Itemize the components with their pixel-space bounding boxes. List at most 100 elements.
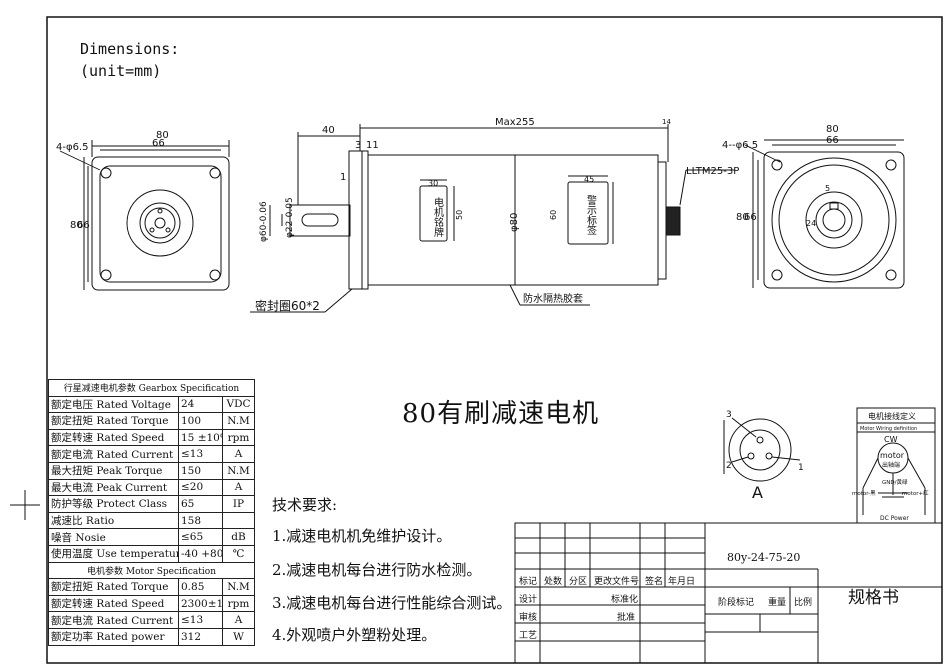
tb-weight: 重量 (768, 598, 787, 608)
connector-view-label: A (752, 483, 763, 502)
right-key-dim: 5 (825, 184, 830, 193)
right-inner-dim: 66 (826, 135, 839, 146)
motor-header: 电机参数 Motor Specification (47, 561, 256, 580)
spec-unit: N.M (221, 461, 256, 480)
spec-name: 额定扭矩 Rated Torque (48, 578, 179, 596)
tb-approve: 批准 (617, 613, 636, 623)
tb-date: 年月日 (668, 577, 696, 587)
right-front-view (744, 139, 905, 289)
wiring-gnd: GND/黄绿 (882, 478, 908, 486)
spec-name: 额定转速 Rated Speed (48, 428, 179, 447)
tb-change-doc: 更改文件号 (594, 577, 640, 587)
warn-box-height: 60 (549, 210, 558, 220)
spec-unit: VDC (221, 395, 256, 414)
pin-2-label: 2 (726, 461, 732, 471)
spec-value: 312 (178, 627, 223, 646)
spec-unit: rpm (221, 594, 256, 613)
spec-name: 最大扭矩 Peak Torque (48, 461, 179, 480)
right-side-outer-dim: 80 (736, 212, 749, 223)
label-box-text: 电机铭牌 (432, 196, 444, 238)
dim-11: 11 (366, 140, 379, 151)
unit-line: (unit=mm) (80, 62, 162, 80)
tech-title: 技术要求: (272, 496, 338, 514)
wiring-motor-sub: 出轴端 (882, 461, 900, 469)
connector-label: LLTM25-3P (686, 166, 739, 177)
spec-name: 额定电流 Rated Current (48, 611, 179, 629)
wiring-motor: motor (880, 451, 905, 460)
shaft-length-dim: 40 (322, 125, 335, 136)
tb-scale: 比例 (794, 598, 813, 608)
key-dia-dim: φ22-0.05 (285, 197, 295, 238)
spec-unit: N.M (221, 412, 256, 430)
spec-unit: W (221, 627, 256, 646)
pin-3-label: 3 (726, 410, 732, 420)
warn-box-width: 45 (584, 175, 594, 184)
spec-name: 最大电流 Peak Current (48, 478, 179, 497)
left-front-view (59, 140, 230, 291)
dim-3: 3 (355, 140, 361, 151)
right-small-dim: 14 (662, 118, 671, 126)
tech-item: 2.减速电机每台进行防水检测。 (272, 561, 482, 579)
spec-name: 使用温度 Use temperature (48, 544, 179, 563)
tb-sign: 签名 (645, 577, 664, 587)
pin-1-label: 1 (798, 463, 804, 473)
spec-value: 0.85 (178, 578, 223, 596)
spec-value: 24 (178, 395, 223, 414)
wiring-right: motor+红 (902, 489, 929, 497)
spec-name: 额定扭矩 Rated Torque (48, 412, 179, 430)
spec-value: ≤13 (178, 445, 223, 463)
dimensions-heading: Dimensions: (unit=mm) (80, 38, 179, 82)
spec-unit: A (221, 445, 256, 463)
tb-design: 设计 (519, 595, 538, 605)
doc-type: 规格书 (848, 588, 899, 608)
spec-value: 65 (178, 495, 223, 513)
wiring-subtitle: Motor Wiring definition (860, 426, 917, 432)
tb-review: 审核 (519, 613, 538, 623)
title-block-lines (514, 522, 943, 664)
left-side-outer-dim: 80 (70, 220, 83, 231)
max-length-dim: Max255 (495, 117, 535, 128)
tech-item: 4.外观喷户外塑粉处理。 (272, 626, 437, 644)
side-view (250, 124, 735, 313)
spec-name: 额定电流 Rated Current (48, 445, 179, 463)
table-row: 使用温度 Use temperature-40 +80℃ (48, 544, 256, 563)
spec-table: 行星减速电机参数 Gearbox Specification 额定电压 Rate… (47, 379, 256, 646)
spec-value: 15 ±10% (178, 428, 223, 447)
spec-name: 减速比 Ratio (48, 511, 179, 530)
tech-item: 3.减速电机每台进行性能综合测试。 (272, 594, 512, 612)
left-inner-dim: 66 (152, 138, 165, 149)
spec-value: 100 (178, 412, 223, 430)
spec-value: ≤20 (178, 478, 223, 497)
left-holes-label: 4-φ6.5 (56, 142, 88, 153)
wiring-power: DC Power (880, 515, 909, 522)
spec-unit: dB (221, 528, 256, 546)
spec-unit: A (221, 611, 256, 629)
spec-unit: N.M (221, 578, 256, 596)
spec-name: 额定功率 Rated power (48, 627, 179, 646)
spec-name: 防护等级 Protect Class (48, 495, 179, 513)
right-holes-label: 4--φ6.5 (722, 140, 758, 151)
warn-box-text: 警示标签 (585, 194, 597, 235)
spec-value: 158 (178, 511, 223, 530)
spec-name: 额定电压 Rated Voltage (48, 395, 179, 414)
spec-unit (221, 511, 256, 530)
spec-unit: ℃ (221, 544, 256, 563)
spec-value: 2300±10% (178, 594, 223, 613)
tb-craft: 工艺 (519, 631, 538, 641)
spec-unit: IP (221, 495, 256, 513)
left-side-inner-dim: 66 (77, 220, 90, 231)
dimensions-heading-line: Dimensions: (80, 40, 180, 58)
tb-zone: 分区 (569, 577, 588, 587)
spec-name: 额定转速 Rated Speed (48, 594, 179, 613)
right-side-inner-dim: 66 (744, 212, 757, 223)
wiring-left: motor-黑 (852, 490, 876, 497)
spec-name: 噪音 Nosie (48, 528, 179, 546)
